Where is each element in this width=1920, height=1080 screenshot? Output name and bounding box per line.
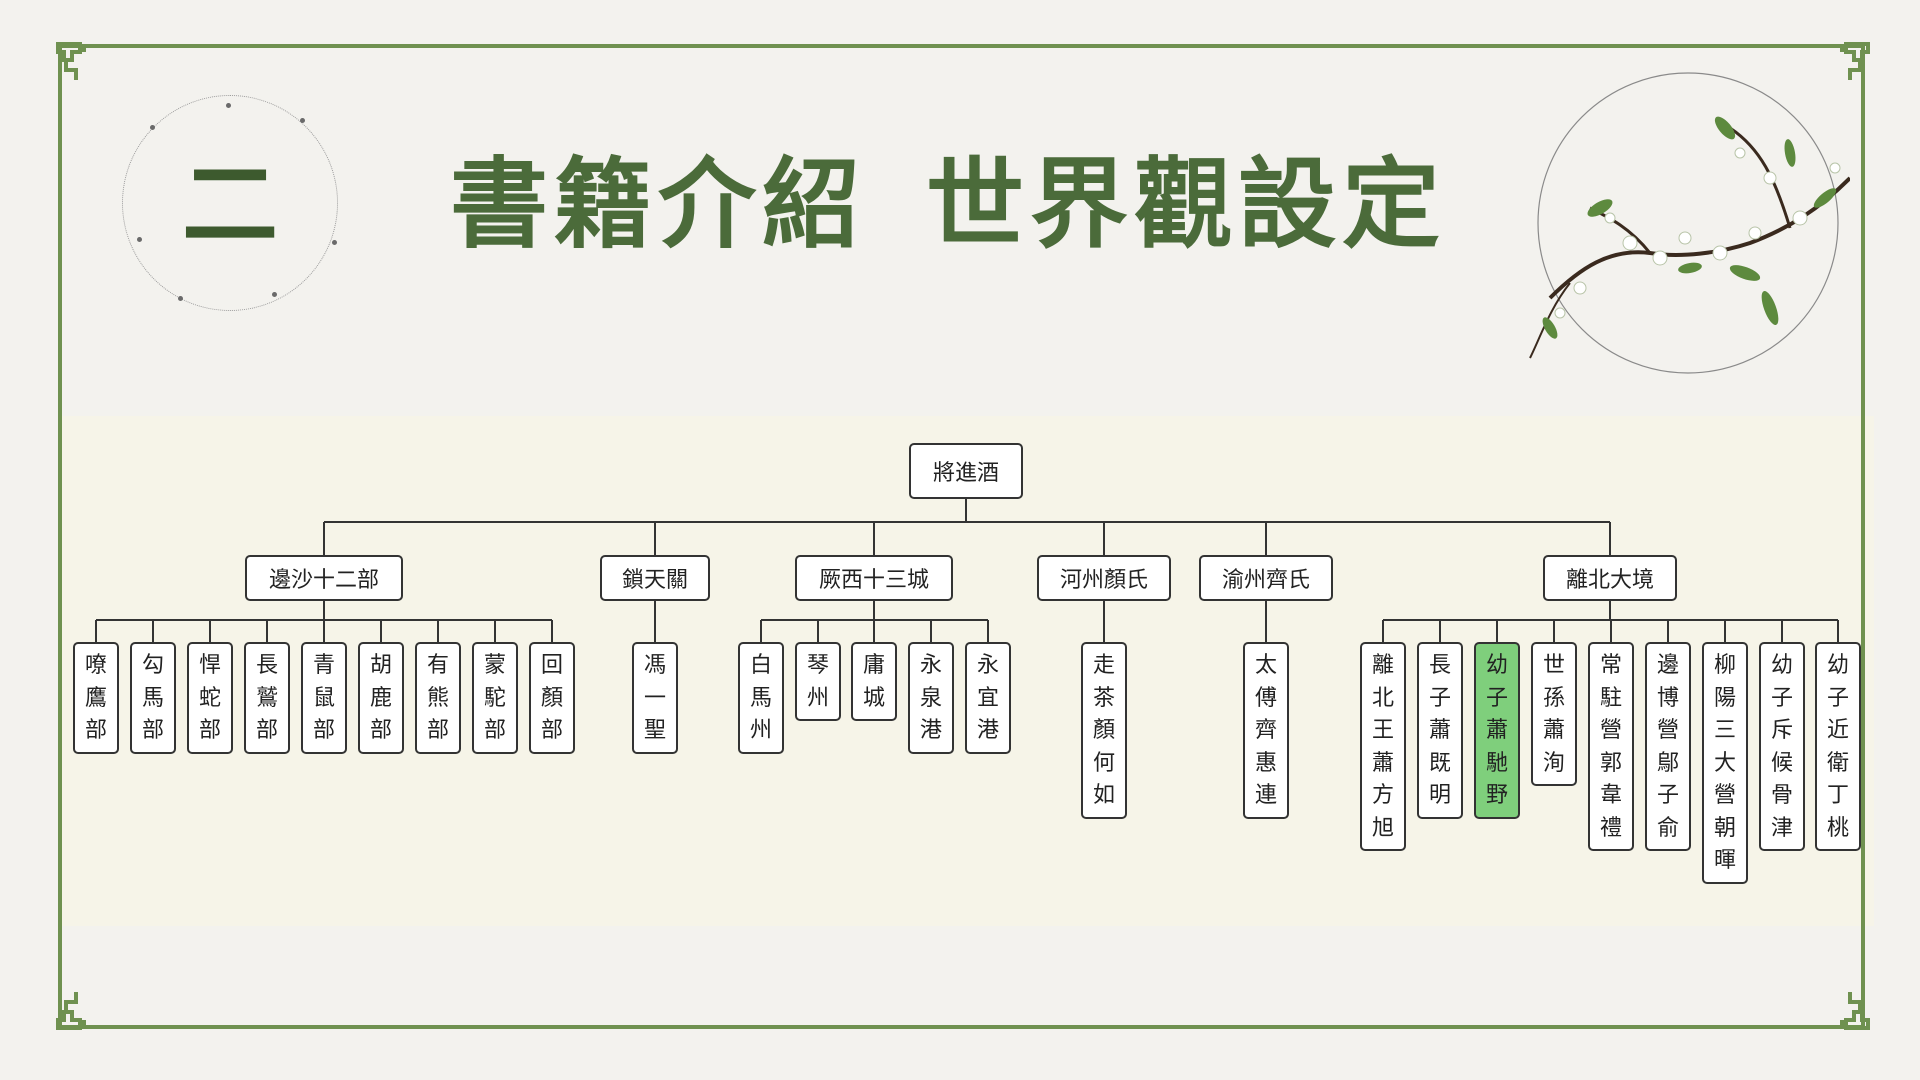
tree-leaf-node: 幼子斥候骨津 — [1759, 642, 1805, 851]
tree-leaf-node: 悍蛇部 — [187, 642, 233, 754]
tree-leaf-node: 幼子近衛丁桃 — [1815, 642, 1861, 851]
tree-leaf-node: 世孫蕭洵 — [1531, 642, 1577, 786]
tree-leaf-node: 馮一聖 — [632, 642, 678, 754]
tree-leaf-node: 蒙駝部 — [472, 642, 518, 754]
title-part-2: 世界觀設定 — [926, 147, 1447, 262]
tree-group-node: 鎖天關 — [600, 555, 710, 601]
tree-leaf-node: 長子蕭既明 — [1417, 642, 1463, 819]
ring-dot — [272, 292, 277, 297]
tree-leaf-node: 嘹鷹部 — [73, 642, 119, 754]
title-part-1: 書籍介紹 — [450, 147, 867, 262]
tree-leaf-node: 太傅齊惠連 — [1243, 642, 1289, 819]
tree-leaf-node: 胡鹿部 — [358, 642, 404, 754]
tree-group-node: 離北大境 — [1543, 555, 1677, 601]
tree-leaf-node: 有熊部 — [415, 642, 461, 754]
tree-leaf-node: 琴州 — [795, 642, 841, 721]
ring-dot — [226, 103, 231, 108]
ring-dot — [178, 296, 183, 301]
tree-group-node: 河州顏氏 — [1037, 555, 1171, 601]
tree-leaf-node: 長鷲部 — [244, 642, 290, 754]
tree-leaf-node: 白馬州 — [738, 642, 784, 754]
tree-leaf-node: 柳陽三大營朝暉 — [1702, 642, 1748, 884]
tree-leaf-node: 常駐營郭韋禮 — [1588, 642, 1634, 851]
decorative-frame — [58, 44, 1865, 1029]
ring-dot — [300, 118, 305, 123]
tree-root-node: 將進酒 — [909, 443, 1023, 499]
section-numeral: 二 — [182, 148, 278, 261]
corner-ornament-icon — [1840, 42, 1870, 80]
corner-ornament-icon — [1840, 992, 1870, 1030]
tree-group-node: 渝州齊氏 — [1199, 555, 1333, 601]
page-title: 書籍介紹世界觀設定 — [450, 145, 1446, 265]
numeral-ring — [122, 95, 338, 311]
tree-leaf-node: 幼子蕭馳野 — [1474, 642, 1520, 819]
tree-group-node: 厥西十三城 — [795, 555, 953, 601]
ring-dot — [137, 237, 142, 242]
tree-leaf-node: 離北王蕭方旭 — [1360, 642, 1406, 851]
tree-group-node: 邊沙十二部 — [245, 555, 403, 601]
blossom-branch-icon — [1529, 72, 1850, 374]
corner-ornament-icon — [56, 992, 86, 1030]
tree-leaf-node: 回顏部 — [529, 642, 575, 754]
tree-leaf-node: 走茶顏何如 — [1081, 642, 1127, 819]
tree-leaf-node: 青鼠部 — [301, 642, 347, 754]
tree-leaf-node: 邊博營鄔子俞 — [1645, 642, 1691, 851]
corner-ornament-icon — [56, 42, 86, 80]
tree-leaf-node: 勾馬部 — [130, 642, 176, 754]
tree-leaf-node: 永泉港 — [908, 642, 954, 754]
tree-leaf-node: 永宜港 — [965, 642, 1011, 754]
tree-leaf-node: 庸城 — [851, 642, 897, 721]
ring-dot — [150, 125, 155, 130]
ring-dot — [332, 240, 337, 245]
